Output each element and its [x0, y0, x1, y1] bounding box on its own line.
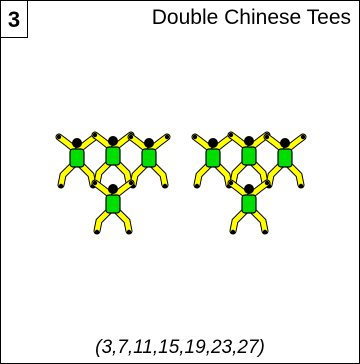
- skydiver-figure: [225, 131, 273, 187]
- skydiver-figure: [225, 179, 273, 235]
- card-number: 3: [1, 1, 28, 38]
- right-formation: [189, 131, 309, 241]
- skydiver-figure: [89, 179, 137, 235]
- slot-sequence: (3,7,11,15,19,23,27): [95, 337, 265, 358]
- skydiver-figure: [125, 133, 173, 189]
- skydiver-figure: [53, 133, 101, 189]
- formation-diagram: [53, 131, 309, 241]
- left-formation: [53, 131, 173, 241]
- skydiver-figure: [261, 133, 309, 189]
- formation-title: Double Chinese Tees: [151, 6, 351, 29]
